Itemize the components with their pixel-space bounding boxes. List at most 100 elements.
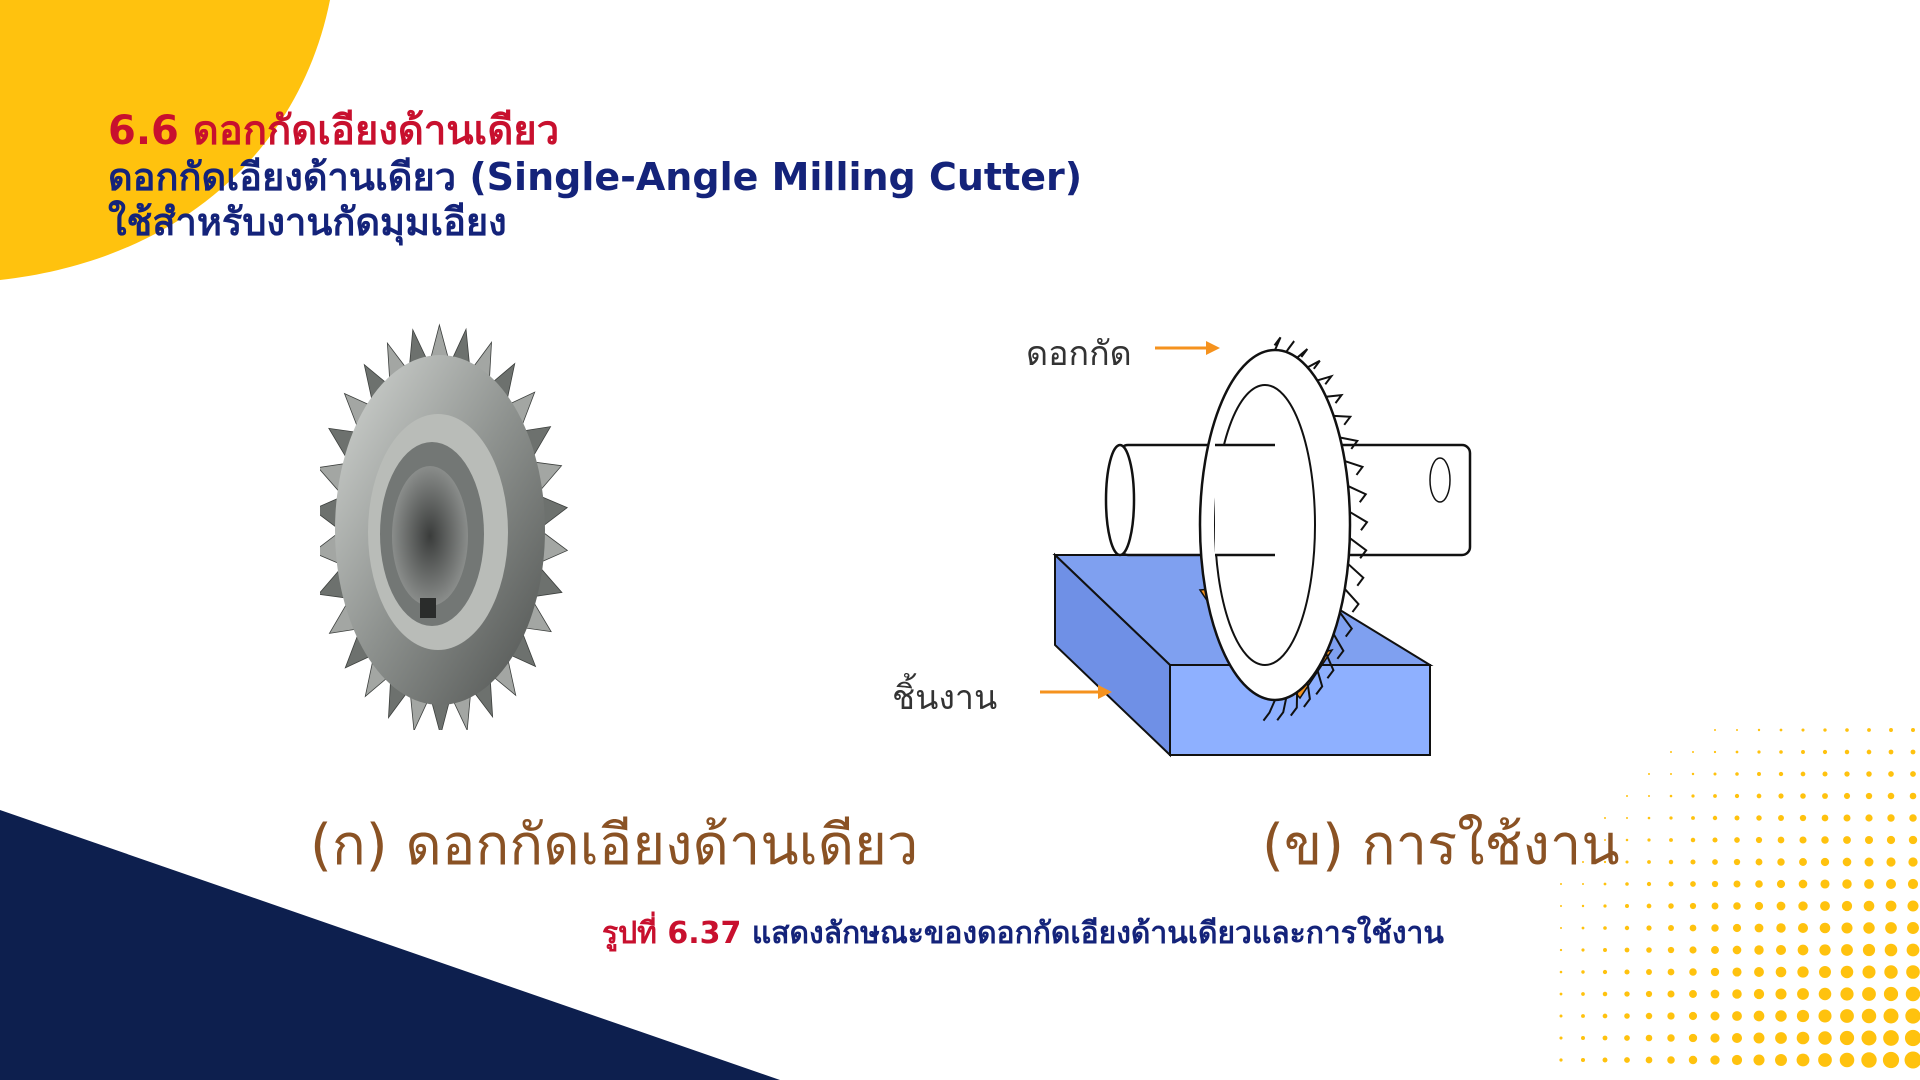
- halftone-dot: [1560, 905, 1562, 907]
- halftone-dot: [1904, 1051, 1920, 1069]
- halftone-dot: [1907, 878, 1919, 890]
- halftone-dot: [1888, 749, 1894, 755]
- halftone-dot: [1625, 838, 1629, 842]
- diagram-tooth: [1315, 669, 1324, 696]
- halftone-dot: [1645, 1034, 1653, 1042]
- halftone-dot: [1818, 1031, 1832, 1045]
- halftone-dot: [1821, 836, 1829, 844]
- halftone-dot: [1796, 1009, 1810, 1023]
- halftone-dot: [1667, 946, 1675, 954]
- halftone-dot: [1797, 922, 1809, 934]
- halftone-dot: [1908, 857, 1918, 867]
- halftone-dot: [1845, 728, 1849, 732]
- halftone-dot: [1799, 836, 1807, 844]
- halftone-dot: [1775, 1054, 1787, 1066]
- halftone-dot: [1733, 858, 1741, 866]
- halftone-dot: [1560, 927, 1562, 929]
- halftone-dot: [1648, 773, 1650, 775]
- halftone-dot: [1581, 904, 1585, 908]
- halftone-dot: [1603, 926, 1607, 930]
- workpiece-side: [1054, 552, 1171, 758]
- halftone-dot: [1864, 835, 1874, 845]
- diagram-tooth: [1333, 414, 1353, 426]
- halftone-dot: [1710, 1011, 1720, 1021]
- halftone-dot: [1863, 922, 1875, 934]
- halftone-dot: [1667, 1034, 1675, 1042]
- section-title: 6.6 ดอกกัดเอียงด้านเดียว: [108, 108, 560, 154]
- halftone-dot: [1626, 817, 1628, 819]
- halftone-dot: [1818, 1009, 1832, 1023]
- halftone-dot: [1757, 772, 1761, 776]
- halftone-dot: [1800, 793, 1806, 799]
- halftone-dot: [1710, 1055, 1720, 1065]
- halftone-dot: [1865, 792, 1873, 800]
- halftone-dot: [1756, 815, 1762, 821]
- halftone-dot: [1581, 882, 1585, 886]
- halftone-dot: [1797, 966, 1809, 978]
- diagram-tooth: [1262, 699, 1276, 722]
- halftone-dot: [1753, 1010, 1765, 1022]
- halftone-dot: [1754, 901, 1764, 911]
- halftone-dot: [1732, 945, 1742, 955]
- halftone-dot: [1861, 1008, 1877, 1024]
- halftone-dot: [1646, 925, 1652, 931]
- halftone-dot: [1713, 794, 1717, 798]
- halftone-dot: [1690, 837, 1696, 843]
- halftone-dot: [1905, 986, 1920, 1002]
- halftone-dot: [1861, 1052, 1877, 1068]
- halftone-dot: [1797, 988, 1809, 1000]
- diagram-tooth: [1347, 485, 1368, 503]
- halftone-dot: [1731, 1032, 1743, 1044]
- halftone-dot: [1883, 1008, 1899, 1024]
- halftone-dot: [1669, 838, 1673, 842]
- diagram-tooth: [1349, 537, 1368, 559]
- halftone-dot: [1646, 969, 1652, 975]
- halftone-dot: [1839, 1030, 1855, 1046]
- halftone-dot: [1779, 750, 1783, 754]
- halftone-dot: [1755, 858, 1763, 866]
- halftone-dot: [1689, 968, 1697, 976]
- halftone-dot: [1689, 990, 1697, 998]
- halftone-dots: [1559, 728, 1920, 1069]
- diagram-tooth: [1276, 697, 1288, 721]
- halftone-dot: [1669, 816, 1673, 820]
- halftone-dot: [1581, 992, 1585, 996]
- halftone-dot: [1775, 1010, 1787, 1022]
- halftone-dot: [1819, 944, 1831, 956]
- halftone-dot: [1646, 881, 1652, 887]
- halftone-dot: [1841, 922, 1853, 934]
- halftone-dot: [1820, 857, 1830, 867]
- halftone-dot: [1820, 879, 1830, 889]
- halftone-dot: [1714, 729, 1716, 731]
- halftone-dot: [1602, 1013, 1608, 1019]
- subtitle: ดอกกัดเอียงด้านเดียว (Single-Angle Milli…: [108, 155, 1083, 200]
- halftone-dot: [1865, 814, 1873, 822]
- halftone-dot: [1842, 879, 1852, 889]
- halftone-dot: [1604, 817, 1606, 819]
- diagram-tooth: [1303, 682, 1311, 708]
- halftone-dot: [1755, 836, 1763, 844]
- halftone-dot: [1624, 1013, 1630, 1019]
- halftone-dot: [1906, 943, 1920, 957]
- halftone-dot: [1712, 815, 1718, 821]
- halftone-dot: [1909, 792, 1917, 800]
- halftone-dot: [1688, 1055, 1698, 1065]
- halftone-dot: [1692, 751, 1694, 753]
- halftone-dot: [1559, 970, 1563, 974]
- slide-heading: 6.6 ดอกกัดเอียงด้านเดียว ดอกกัดเอียงด้าน…: [108, 108, 1082, 245]
- halftone-dot: [1667, 990, 1675, 998]
- halftone-dot: [1863, 900, 1875, 912]
- halftone-dot: [1645, 1056, 1653, 1064]
- halftone-dot: [1819, 966, 1831, 978]
- halftone-dot: [1841, 900, 1853, 912]
- halftone-dot: [1907, 922, 1919, 934]
- diagram-tooth: [1339, 611, 1354, 638]
- halftone-dot: [1867, 728, 1871, 732]
- halftone-dot: [1862, 987, 1876, 1001]
- diagram-tooth: [1296, 348, 1309, 359]
- yellow-corner-shape: [0, 0, 330, 280]
- halftone-dot: [1647, 838, 1651, 842]
- halftone-dot: [1843, 836, 1851, 844]
- halftone-dot: [1731, 1054, 1743, 1066]
